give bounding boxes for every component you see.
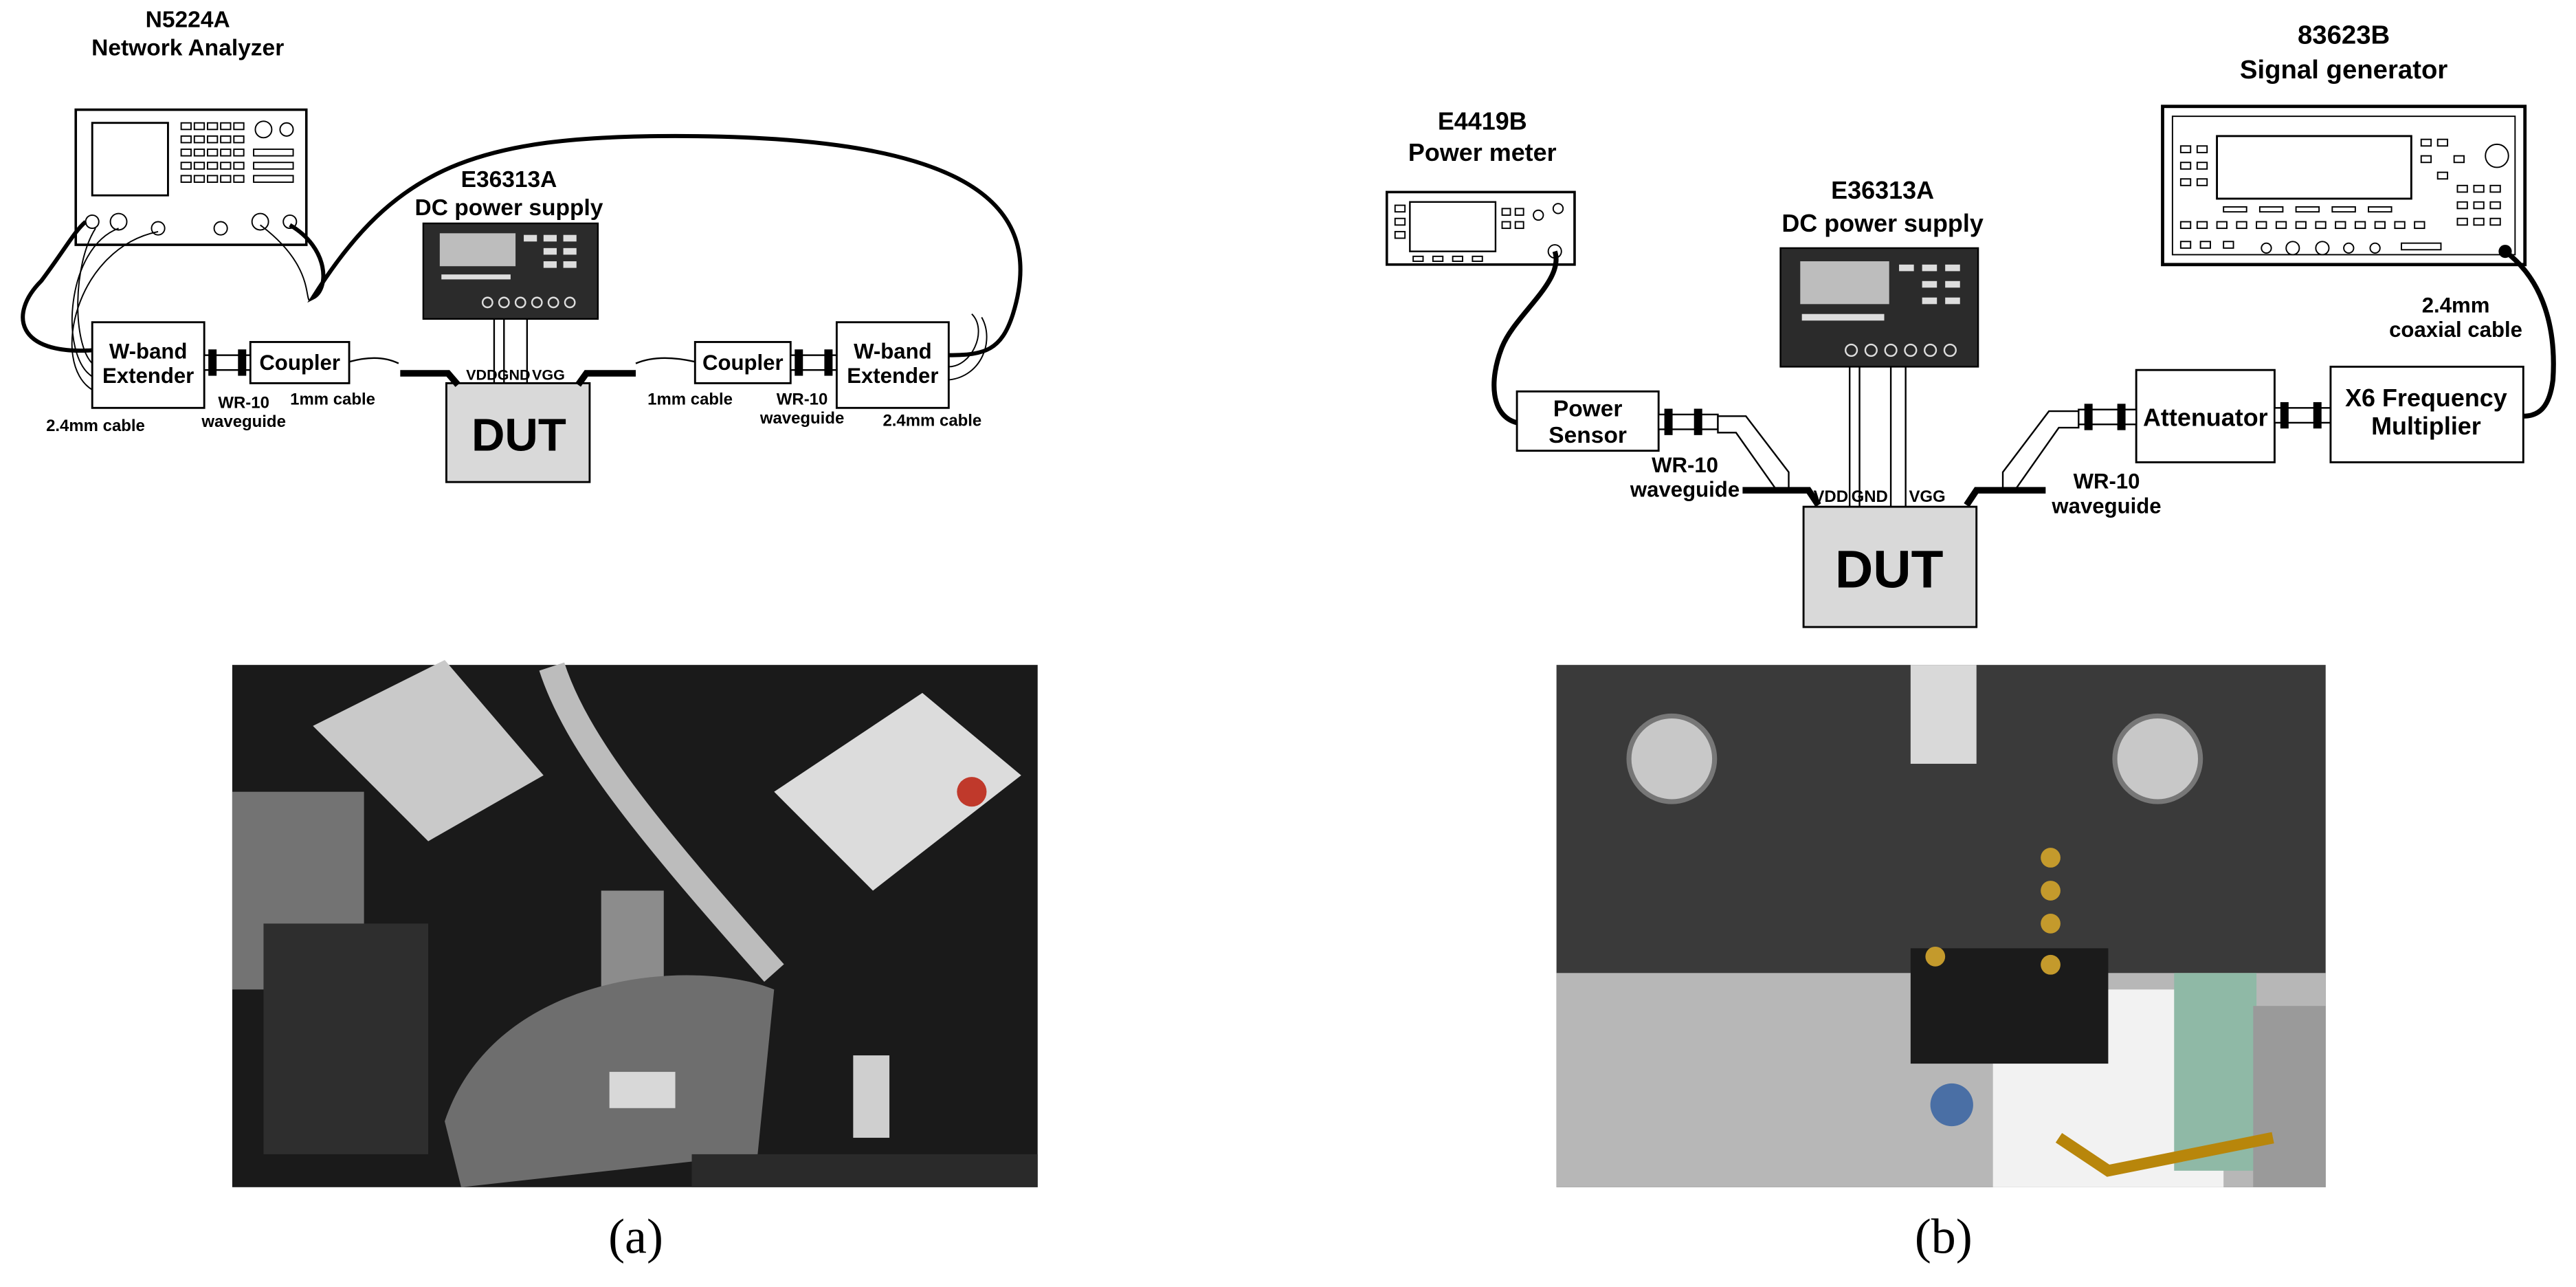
waveguide-right-a xyxy=(790,349,838,376)
network-analyzer-icon xyxy=(74,108,308,246)
dut-b-label: DUT xyxy=(1835,541,1944,600)
probe-right-a xyxy=(575,370,636,387)
cable-2-4mm-right-line xyxy=(289,133,1023,358)
coupler-right xyxy=(693,341,792,384)
signal-generator-icon xyxy=(2161,104,2527,267)
attenuator-label: Attenuator xyxy=(2143,404,2268,432)
dc-supply-b-model: E36313A xyxy=(1831,176,1934,204)
na-name: Network Analyzer xyxy=(91,35,284,60)
panel-a-diagram: N5224A Network Analyzer E36313A DC power… xyxy=(21,8,1023,483)
probe-left-a xyxy=(400,370,460,387)
pin-gnd-b: GND xyxy=(1852,487,1888,506)
dc-supply-b-icon xyxy=(1779,247,1979,368)
cable-2-4mm-left-line xyxy=(21,220,93,353)
pin-vgg-b: VGG xyxy=(1909,487,1945,506)
panel-b-diagram: E4419B Power meter E36313A DC power supp… xyxy=(1385,21,2556,628)
cable-2-4mm-right-label: 2.4mm cable xyxy=(882,412,981,430)
dc-supply-a-icon xyxy=(422,222,599,320)
na-model: N5224A xyxy=(146,8,230,33)
caption-b: (b) xyxy=(1915,1209,1973,1264)
pin-vgg-a: VGG xyxy=(532,366,565,384)
dut-b-box xyxy=(1802,505,1978,628)
cable-2-4mm-left-label: 2.4mm cable xyxy=(46,417,145,435)
coupler-left-label: Coupler xyxy=(259,351,340,375)
cable-1mm-left-line xyxy=(348,357,399,364)
coupler-right-label: Coupler xyxy=(702,351,784,375)
cable-1mm-right-label: 1mm cable xyxy=(647,390,733,409)
power-sensor-cable xyxy=(1491,250,1559,426)
signal-generator-model: 83623B xyxy=(2298,21,2390,50)
signal-generator-name: Signal generator xyxy=(2240,55,2448,85)
pin-vdd-a: VDD xyxy=(466,366,498,384)
caption-a: (a) xyxy=(608,1209,663,1264)
dc-supply-a-name: DC power supply xyxy=(415,195,603,221)
cable-1mm-left-label: 1mm cable xyxy=(290,390,375,409)
waveguide-mid-b xyxy=(2274,402,2332,429)
coupler-left xyxy=(249,341,351,384)
w-band-extender-right xyxy=(835,321,950,409)
waveguide-left-a xyxy=(203,349,252,376)
dut-a-box xyxy=(445,382,591,483)
power-meter-model: E4419B xyxy=(1438,107,1527,135)
pin-gnd-a: GND xyxy=(498,366,531,384)
pin-vdd-b: VDD xyxy=(1813,487,1848,506)
waveguide-left-b xyxy=(1657,408,1790,490)
cable-1mm-right-line xyxy=(635,357,696,364)
dut-a-label: DUT xyxy=(471,410,566,461)
coaxial-cable-line xyxy=(2503,249,2556,419)
dc-supply-a-model: E36313A xyxy=(461,167,557,192)
dc-supply-b-name: DC power supply xyxy=(1781,209,1984,237)
photo-a xyxy=(232,659,1038,1187)
photo-b xyxy=(1556,665,2326,1187)
attenuator-box xyxy=(2135,368,2276,463)
power-meter-name: Power meter xyxy=(1408,138,1557,166)
waveguide-right-b xyxy=(2001,404,2138,490)
w-band-extender-left xyxy=(91,321,206,409)
power-meter-icon xyxy=(1385,190,1576,266)
